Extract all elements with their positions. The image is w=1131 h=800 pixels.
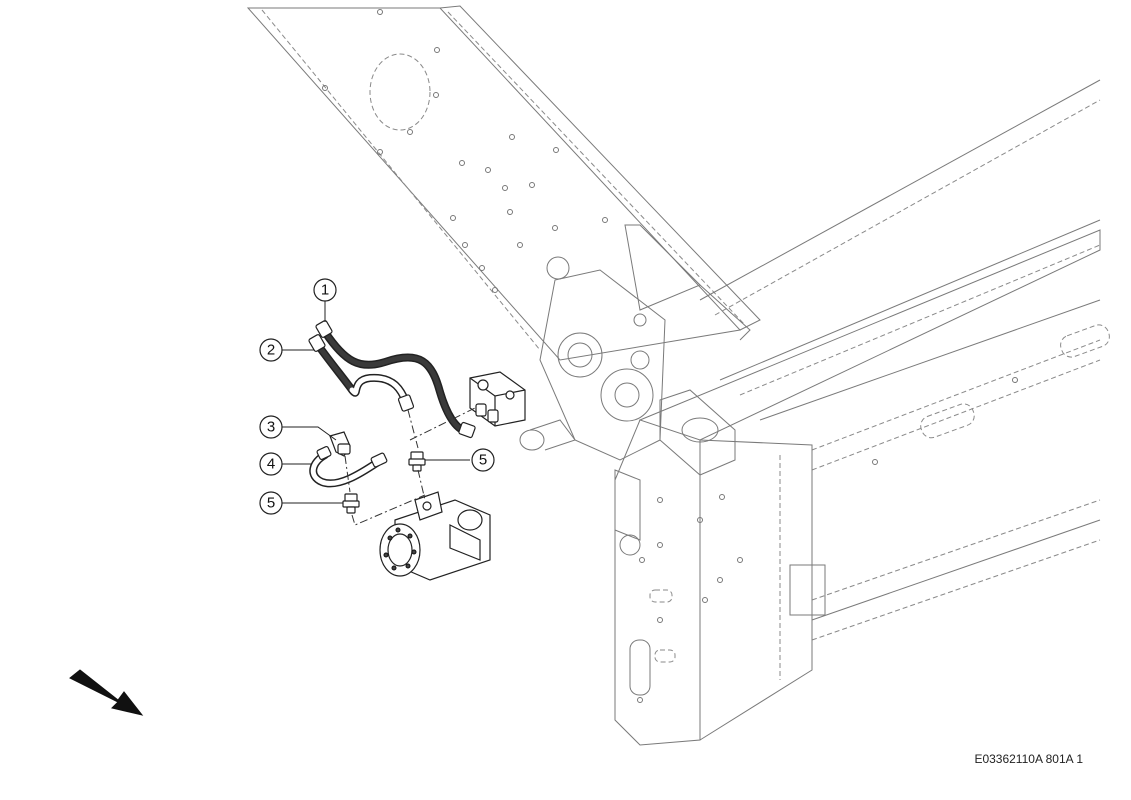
assembly-centerlines (344, 407, 476, 526)
direction-arrow-icon (69, 669, 144, 716)
callout-4: 4 (259, 452, 283, 476)
adapter-fitting-lower (342, 493, 360, 514)
adapter-fitting-upper (408, 451, 426, 472)
callout-3: 3 (259, 415, 283, 439)
callout-2: 2 (259, 338, 283, 362)
callout-1-label: 1 (321, 282, 329, 299)
machine-frame (246, 5, 1110, 746)
elbow-fitting (329, 431, 351, 457)
valve-block (469, 371, 526, 427)
hydraulic-motor (379, 491, 491, 581)
callout-3-label: 3 (267, 419, 275, 436)
callout-5-lower-label: 5 (267, 495, 275, 512)
hose-assembly-1 (315, 320, 476, 439)
callout-leaders (282, 301, 470, 504)
callout-2-label: 2 (267, 342, 275, 359)
callout-5-upper: 5 (471, 448, 495, 472)
tube-assembly (309, 445, 388, 488)
callout-5-lower: 5 (259, 491, 283, 515)
callout-4-label: 4 (267, 456, 275, 473)
document-id: E03362110A 801A 1 (974, 752, 1083, 766)
callout-5-upper-label: 5 (479, 452, 487, 469)
callout-1: 1 (313, 278, 337, 302)
hose-assembly-2 (308, 334, 415, 412)
